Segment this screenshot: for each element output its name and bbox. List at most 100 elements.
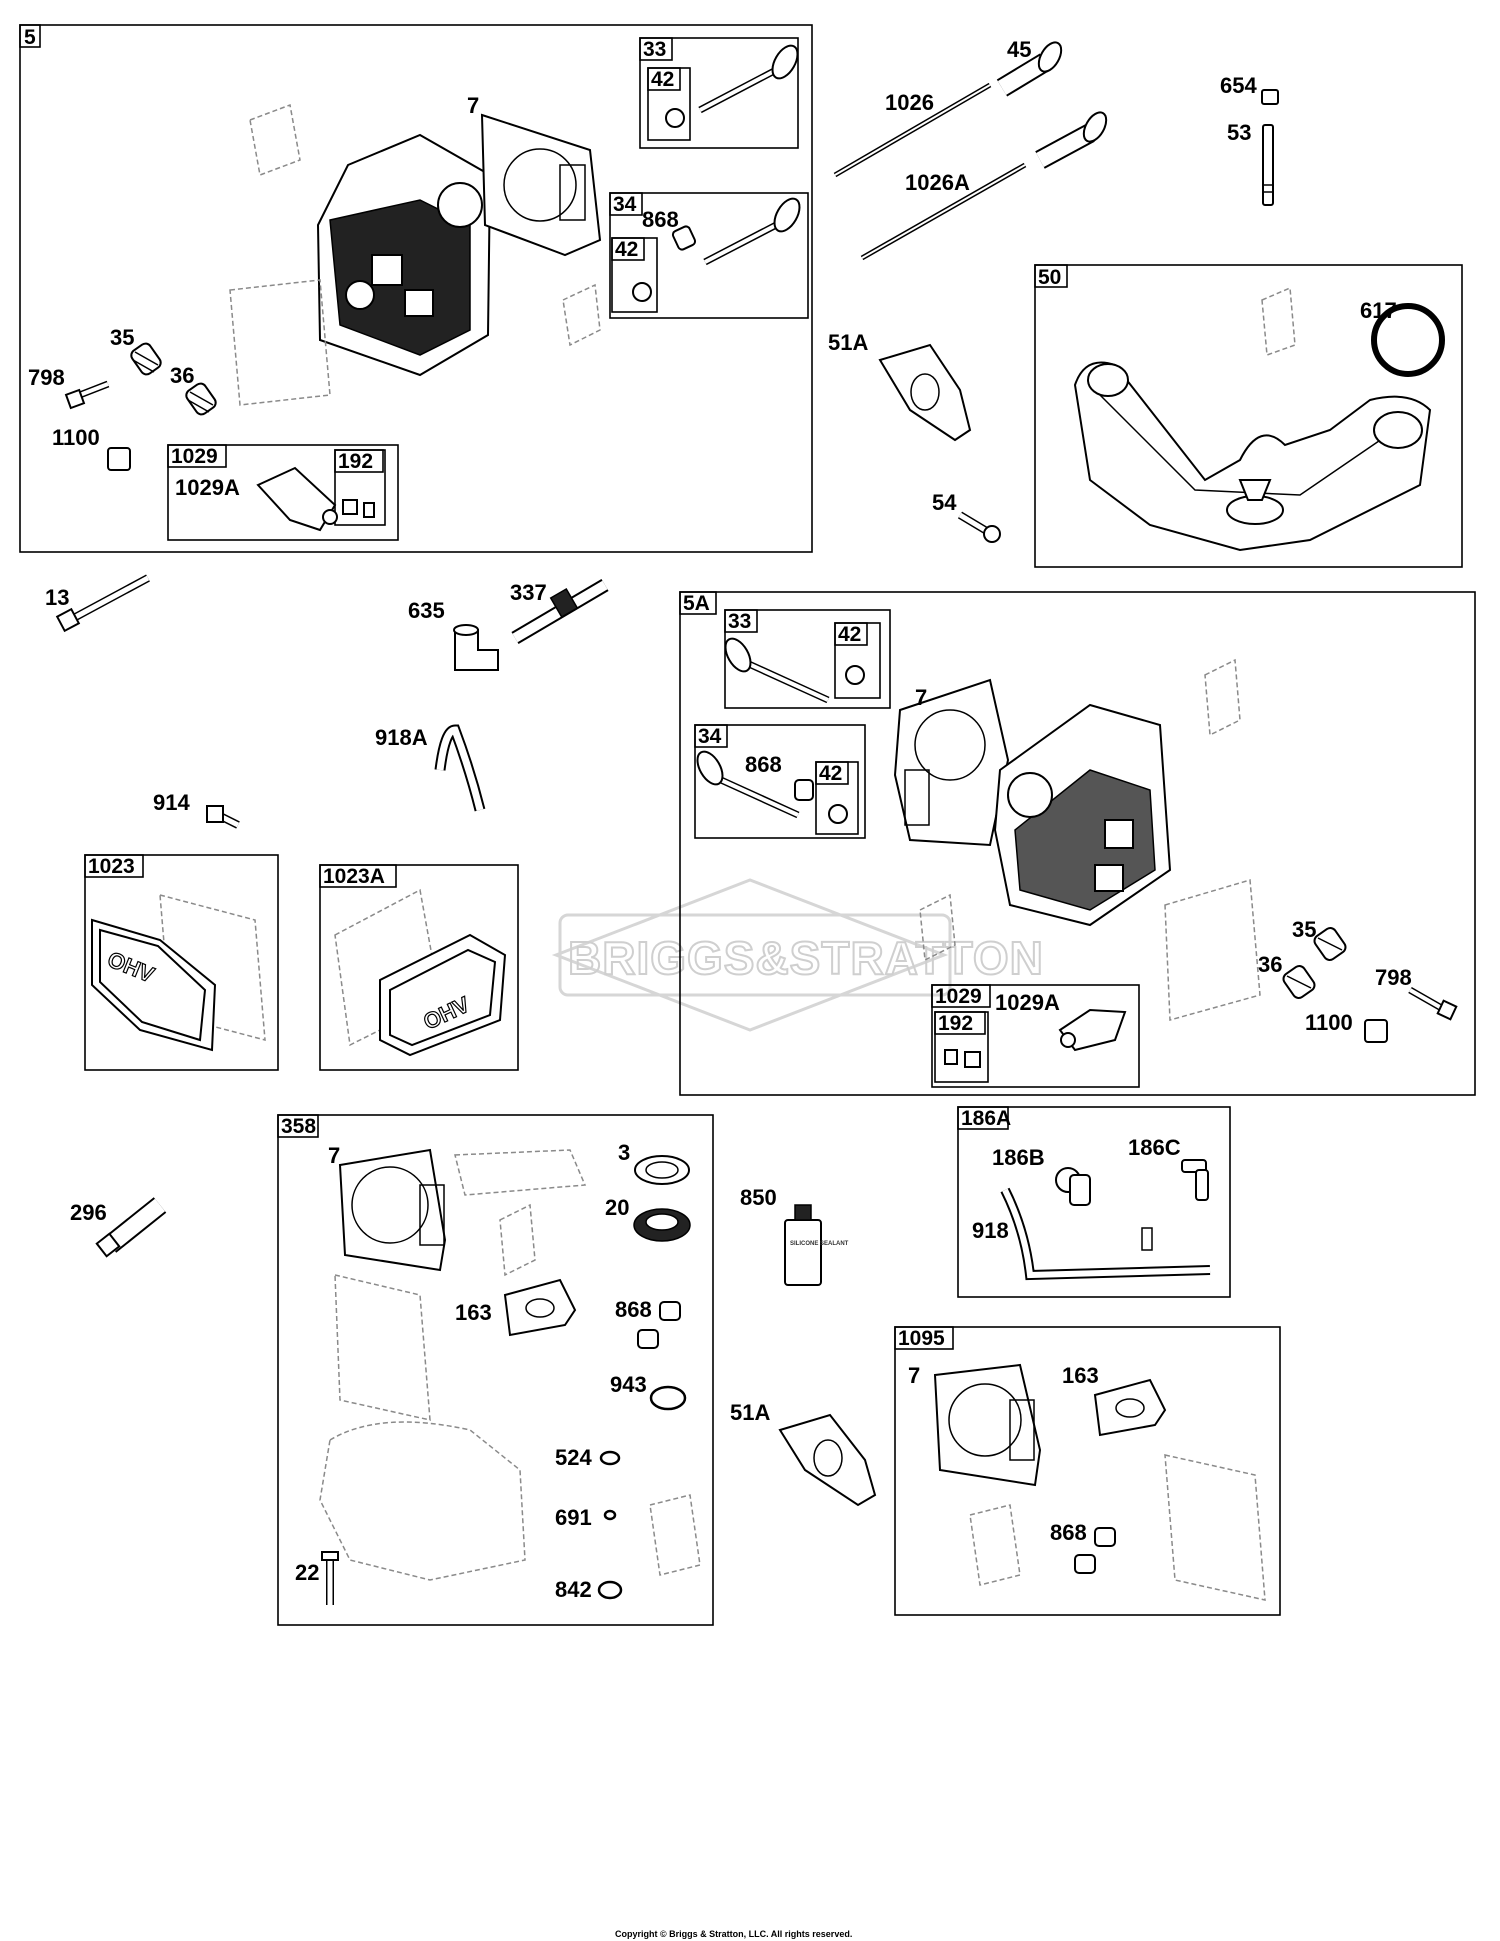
label-635: 635 [408,598,445,623]
clip-1100-5A [1364,1019,1388,1043]
clip-1100 [107,447,131,471]
label-45: 45 [1007,37,1031,62]
label-296: 296 [70,1200,107,1225]
spark-plug-337 [511,578,609,645]
box-186A [957,1106,1231,1298]
label-51A: 51A [828,330,868,355]
head-gasket-5A [893,678,1010,847]
oring-691 [603,1509,617,1521]
gasket-51A-lower [778,1413,877,1507]
bolt-798 [64,380,110,410]
tube-1026 [1035,111,1108,169]
bolt-13 [55,574,150,633]
box-50 [1034,264,1463,568]
box-5 [19,24,813,553]
box-label-1023A: 1023A [323,865,385,888]
guide-868-a [659,1301,681,1321]
box-label-186A: 186A [961,1107,1011,1130]
label-868-5A: 868 [745,752,782,777]
label-868: 868 [642,207,679,232]
label-36: 36 [170,363,194,388]
spark-plug-boot-635 [453,624,499,671]
label-163: 163 [455,1300,492,1325]
cover-gasket-ghost [229,279,331,406]
tube-45 [996,41,1063,97]
sealant-text: SILICONE SEALANT [790,1241,849,1247]
cylinder-head-5A [993,703,1172,927]
label-1026A: 1026A [905,170,970,195]
box-1029-5A [931,984,1140,1088]
valve-spring-35 [130,342,162,376]
hose-918 [1000,1187,1211,1281]
exhaust-gasket-ghost [562,283,601,347]
intake-valve-5A [724,637,830,704]
box-label-42-exhaust: 42 [615,238,638,261]
valve-spring-36-5A [1282,965,1316,999]
screw-914 [206,805,240,829]
intake-gasket-ghost [249,103,301,177]
label-13: 13 [45,585,69,610]
valve-keeper [665,108,685,128]
label-35-5A: 35 [1292,917,1316,942]
label-54: 54 [932,490,957,515]
label-798: 798 [28,365,65,390]
label-22: 22 [295,1560,319,1585]
box-label-1029-5A: 1029 [935,985,982,1008]
cylinder-head [316,133,492,377]
head-gasket-358 [338,1148,447,1272]
label-337: 337 [510,580,547,605]
oring-524 [599,1450,621,1466]
box-label-34: 34 [613,193,637,216]
box-label-192-5A: 192 [938,1012,973,1035]
box-1023 [84,854,279,1071]
label-914: 914 [153,790,190,815]
ring-617 [1371,303,1445,377]
box-5-tag [19,24,41,48]
label-1026: 1026 [885,90,934,115]
label-51A-lower: 51A [730,1400,770,1425]
box-label-1023: 1023 [88,855,135,878]
box-33-5A [724,609,891,709]
gasket-163 [503,1278,577,1337]
fitting-186C [1181,1159,1209,1201]
label-1100: 1100 [52,425,100,450]
label-186C: 186C [1128,1135,1181,1160]
rocker-screw [363,502,375,518]
valve-cover-1023A: OHV [379,933,507,1057]
label-918: 918 [972,1218,1009,1243]
box-label-33-5A: 33 [728,610,751,633]
label-842: 842 [555,1577,592,1602]
label-7-358: 7 [328,1143,340,1168]
label-868-1095: 868 [1050,1520,1087,1545]
gasket-51A [878,343,972,442]
box-label-192: 192 [338,450,373,473]
valve-guide [671,225,697,251]
label-617: 617 [1360,298,1397,323]
gasket-163-1095 [1093,1378,1167,1437]
box-1023A [319,864,519,1071]
box-label-5: 5 [24,26,36,49]
label-1029A: 1029A [175,475,240,500]
rocker-arm-5A [1058,1008,1127,1052]
sealant-tube-850: SILICONE SEALANT [784,1204,849,1286]
box-label-1095: 1095 [898,1327,945,1350]
label-524: 524 [555,1445,592,1470]
label-20: 20 [605,1195,629,1220]
oring-943 [649,1385,687,1411]
box-358 [277,1114,714,1626]
seal-3 [634,1155,690,1185]
label-654: 654 [1220,73,1257,98]
manifold-gasket-ghost [1261,286,1296,357]
box-1029 [167,444,399,541]
exhaust-valve-5A [696,750,800,819]
box-label-42: 42 [651,68,674,91]
head-gasket-1095 [933,1363,1042,1487]
guide-868-1095-a [1094,1527,1116,1547]
exhaust-valve [703,197,801,266]
valve-spring-36 [185,382,217,416]
exhaust-manifold [1073,361,1432,552]
box-1095 [894,1326,1281,1616]
label-850: 850 [740,1185,777,1210]
label-798-5A: 798 [1375,965,1412,990]
